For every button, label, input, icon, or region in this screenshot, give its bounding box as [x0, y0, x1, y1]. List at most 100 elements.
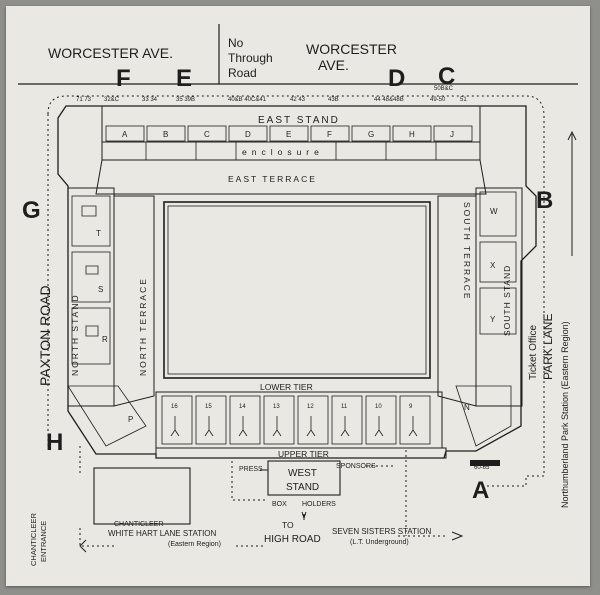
east-section-label: F: [327, 130, 332, 139]
west-section-9: [399, 395, 431, 445]
turnstile-49-50: 49-50: [430, 97, 446, 103]
road-no-through-3: Road: [228, 66, 257, 80]
south-stand-block: [475, 187, 523, 407]
east-section-h: [392, 125, 432, 142]
to-label: TO: [282, 520, 294, 530]
seven-sisters-station: SEVEN SISTERS STATION: [332, 527, 432, 536]
road-worcester-right-1: WORCESTER: [306, 41, 397, 57]
road-worcester-left: WORCESTER AVE.: [48, 45, 173, 61]
west-section-16: [161, 395, 193, 445]
west-section-13: [263, 395, 295, 445]
pitch: [163, 201, 431, 379]
gate-d: D: [388, 65, 405, 92]
turnstile-60-65: 60-65: [474, 465, 490, 471]
park-lane-label: PARK LANE: [541, 314, 555, 380]
box-label: BOX: [272, 501, 287, 508]
turnstile-35-39b: 35 39B: [176, 97, 195, 103]
turnstile-33-34: 33 34: [142, 97, 158, 103]
north-section-r: R: [102, 335, 108, 344]
north-section-t: T: [96, 229, 101, 238]
white-hart-lane-station: WHITE HART LANE STATION: [108, 529, 217, 538]
stadium-outline: [57, 105, 537, 459]
east-section-e: [269, 125, 309, 142]
east-section-g: [351, 125, 391, 142]
turnstile-43b: 43B: [328, 97, 339, 103]
road-no-through-1: No: [228, 36, 244, 50]
west-section-label: 9: [409, 404, 413, 410]
south-stand-sections: W X Y N: [464, 207, 498, 412]
gate-h: H: [46, 429, 63, 456]
east-section-label: J: [450, 130, 454, 139]
enclosure-label: enclosure: [242, 147, 324, 157]
south-section-x: X: [490, 261, 496, 270]
west-section-label: 16: [171, 404, 178, 410]
press-label: PRESS: [239, 466, 263, 473]
north-stand-label: NORTH STAND: [70, 293, 80, 376]
seven-sisters-region: (L.T. Underground): [350, 539, 409, 546]
stairway-icon: [408, 416, 418, 437]
east-section-label: B: [163, 130, 168, 139]
turnstile-labels: 71 73 32&C 33 34 35 39B 40&B 40C&41 42 4…: [76, 86, 490, 471]
upper-tier-label: UPPER TIER: [278, 449, 329, 459]
lower-tier-label: LOWER TIER: [260, 382, 313, 392]
paxton-road-label: PAXTON ROAD: [37, 285, 53, 386]
turnstile-32c: 32&C: [104, 97, 120, 103]
south-section-n: N: [464, 403, 470, 412]
west-section-label: 10: [375, 404, 382, 410]
north-section-p: P: [128, 415, 133, 424]
west-section-15: [195, 395, 227, 445]
turnstile-71-73: 71 73: [76, 97, 92, 103]
west-stand-block: [155, 391, 443, 449]
east-section-label: A: [122, 130, 128, 139]
south-section-w: W: [490, 207, 498, 216]
west-stand-label-2: STAND: [286, 482, 319, 493]
stairway-icon: [238, 416, 248, 437]
west-section-label: 13: [273, 404, 280, 410]
east-section-label: E: [286, 130, 291, 139]
north-section-s: S: [98, 285, 103, 294]
stairway-icon: [272, 416, 282, 437]
white-hart-lane-region: (Eastern Region): [168, 541, 221, 548]
west-section-label: 14: [239, 404, 246, 410]
chanticleer-entrance-2: ENTRANCE: [39, 521, 48, 562]
chanticleer-label: CHANTICLEER: [114, 521, 163, 528]
gate-c: C: [438, 63, 455, 90]
west-section-14: [229, 395, 261, 445]
chanticleer-building: [93, 467, 191, 525]
stadium-map: WORCESTER AVE. No Through Road WORCESTER…: [18, 24, 578, 566]
chanticleer-entrance-1: CHANTICLEER: [29, 512, 38, 566]
east-section-label: C: [204, 130, 210, 139]
east-section-c: [187, 125, 227, 142]
west-stand-entrance: [267, 460, 341, 496]
turnstile-50bc: 50B&C: [434, 86, 454, 92]
high-road-label: HIGH ROAD: [264, 534, 321, 545]
gate-f: F: [116, 65, 131, 92]
east-section-j: [433, 125, 473, 142]
east-section-label: H: [409, 130, 415, 139]
stairway-icon: [204, 416, 214, 437]
west-stand-label-1: WEST: [288, 468, 317, 479]
east-section-d: [228, 125, 268, 142]
stairway-icon: [306, 416, 316, 437]
turnstile-42-43: 42 43: [290, 97, 306, 103]
east-section-a: [105, 125, 145, 142]
ticket-office-label: Ticket Office: [528, 325, 539, 380]
north-terrace-label: NORTH TERRACE: [138, 277, 148, 376]
east-section-b: [146, 125, 186, 142]
turnstile-51: 51: [460, 97, 467, 103]
turnstile-40-41: 40&B 40C&41: [228, 97, 267, 103]
south-section-y: Y: [490, 315, 496, 324]
gate-b: B: [536, 187, 553, 214]
gate-a: A: [472, 477, 489, 504]
east-section-label: D: [245, 130, 251, 139]
stairway-icon: [170, 416, 180, 437]
turnstile-44-48b: 44 48&48B: [374, 97, 404, 103]
west-section-label: 15: [205, 404, 212, 410]
west-section-11: [331, 395, 363, 445]
northumberland-park-label: Northumberland Park Station (Eastern Reg…: [560, 321, 570, 508]
east-section-f: [310, 125, 350, 142]
stairway-icon: [340, 416, 350, 437]
east-section-label: G: [368, 130, 374, 139]
